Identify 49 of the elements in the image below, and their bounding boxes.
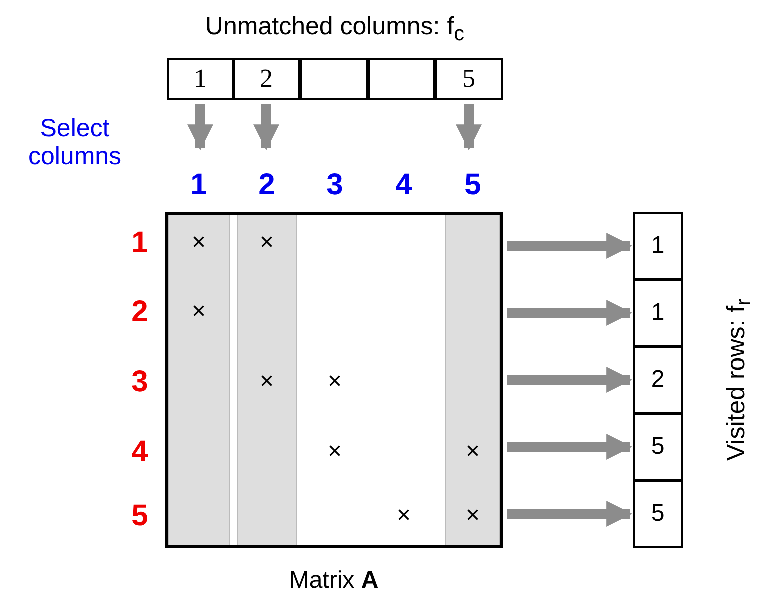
- arrow: [507, 233, 633, 259]
- entry-mark: ×: [192, 230, 206, 256]
- column-index: 4: [396, 168, 412, 202]
- cell-value: 1: [194, 64, 207, 94]
- arrow: [456, 104, 482, 151]
- row-index: 5: [132, 500, 148, 532]
- matrix-caption: Matrix A: [289, 568, 379, 594]
- arrow: [188, 104, 214, 151]
- row-index: 4: [132, 436, 148, 468]
- cell-value: 5: [651, 500, 665, 528]
- array-cell: [633, 480, 683, 548]
- column-index: 2: [258, 168, 276, 202]
- cell-value: 2: [260, 64, 273, 94]
- column-index: 5: [464, 168, 482, 202]
- array-cell: [633, 212, 683, 280]
- row-index: 1: [132, 226, 148, 260]
- entry-mark: ×: [397, 502, 411, 530]
- arrow: [507, 434, 633, 460]
- column-index: 1: [190, 168, 208, 202]
- row-index: 2: [132, 296, 148, 328]
- array-cell: [167, 58, 234, 100]
- entry-mark: ×: [328, 368, 342, 396]
- arrow: [254, 104, 280, 151]
- entry-mark: ×: [260, 368, 274, 396]
- array-cell: [633, 413, 683, 481]
- side-label: Select columns: [27, 116, 123, 170]
- entry-mark: ×: [466, 438, 480, 466]
- cell-value: 1: [651, 299, 665, 327]
- array-title: Unmatched columns: f$_{c}$: [205, 14, 465, 46]
- array-cell: [633, 279, 683, 347]
- cell-value: 2: [651, 366, 665, 394]
- entry-mark: ×: [260, 230, 274, 256]
- entry-mark: ×: [192, 298, 206, 326]
- row-index: 3: [132, 366, 148, 398]
- matrix-frame: [165, 212, 503, 548]
- array-cell: [368, 58, 435, 100]
- arrow: [507, 367, 633, 393]
- cell-value: 1: [651, 232, 665, 260]
- array-cell: [435, 58, 503, 100]
- entry-mark: ×: [328, 438, 342, 466]
- arrow: [507, 300, 633, 326]
- column-index: 3: [326, 168, 344, 202]
- array-cell: [300, 58, 368, 100]
- cell-value: 5: [462, 64, 476, 94]
- entry-mark: ×: [466, 502, 480, 530]
- array-cell: [233, 58, 300, 100]
- array-cell: [633, 346, 683, 414]
- cell-value: 5: [651, 433, 665, 461]
- arrow: [507, 501, 633, 527]
